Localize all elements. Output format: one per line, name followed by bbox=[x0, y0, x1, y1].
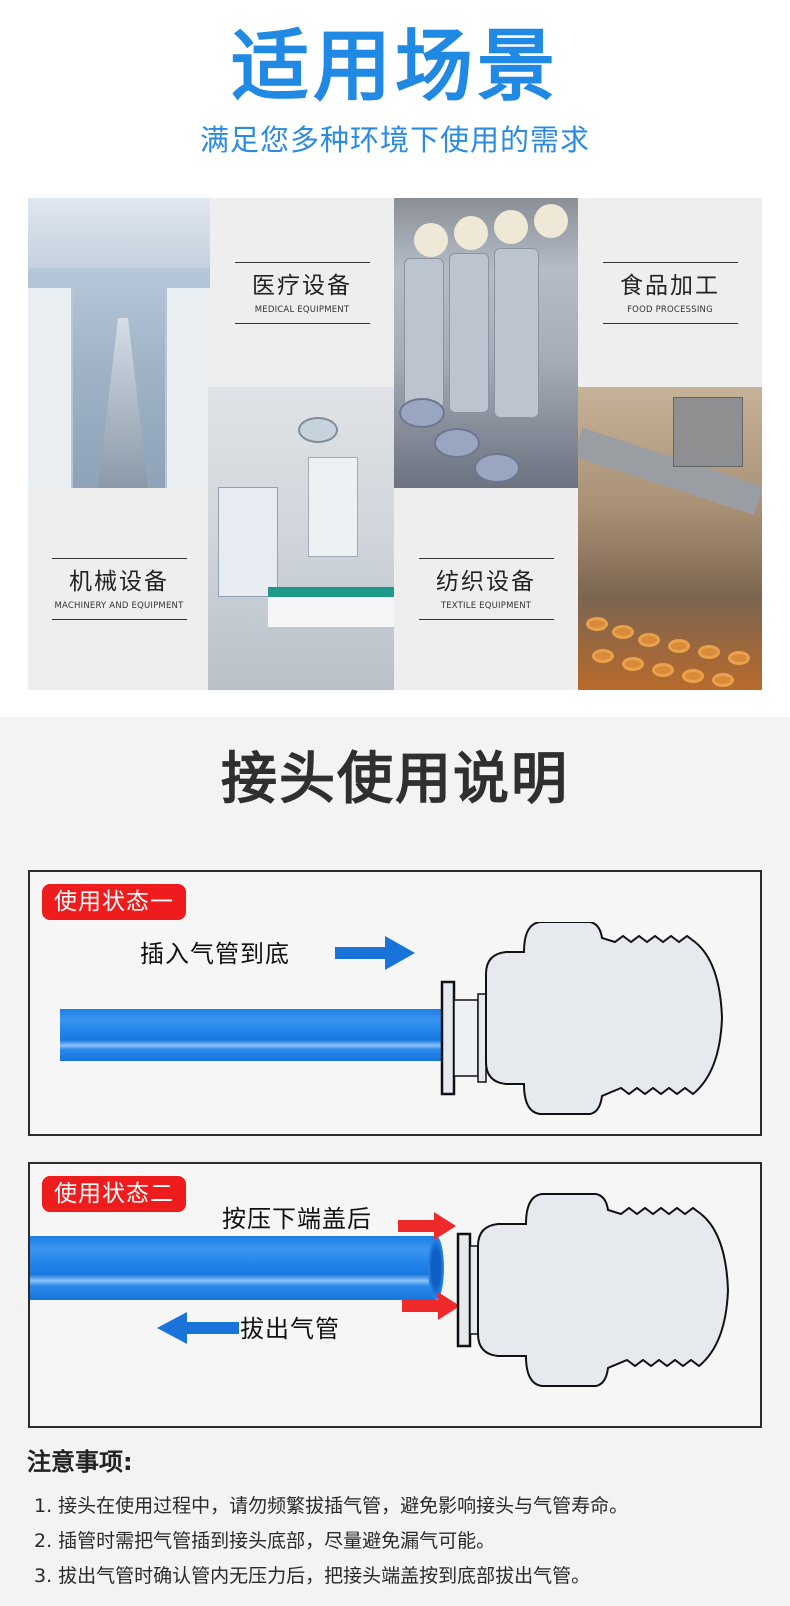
arrow-left-icon bbox=[157, 1312, 239, 1344]
press-caption: 按压下端盖后 bbox=[222, 1205, 372, 1233]
scenario-label-food: 食品加工 FOOD PROCESSING bbox=[578, 198, 762, 387]
press-arrow-bottom-icon bbox=[402, 1292, 460, 1320]
note-item: 3. 拔出气管时确认管内无压力后，把接头端盖按到底部拔出气管。 bbox=[34, 1565, 591, 1587]
scenario-label-en: MEDICAL EQUIPMENT bbox=[254, 304, 350, 315]
instructions-title: 接头使用说明 bbox=[221, 747, 569, 812]
state-one-badge: 使用状态一 bbox=[42, 884, 186, 920]
medical-photo bbox=[208, 387, 394, 690]
note-item: 1. 接头在使用过程中，请勿频繁拔插气管，避免影响接头与气管寿命。 bbox=[34, 1495, 629, 1517]
notes-title: 注意事项: bbox=[27, 1448, 133, 1476]
scenario-label-medical: 医疗设备 MEDICAL EQUIPMENT bbox=[210, 198, 394, 387]
arrow-right-icon bbox=[335, 936, 415, 970]
scenario-label-machinery: 机械设备 MACHINERY AND EQUIPMENT bbox=[28, 488, 210, 690]
scenarios-section: 适用场景 满足您多种环境下使用的需求 机械设备 MACHINERY AND EQ… bbox=[0, 0, 790, 717]
machinery-photo bbox=[28, 198, 210, 488]
scenario-label-cn: 机械设备 bbox=[69, 569, 169, 595]
state-one-panel: 使用状态一 插入气管到底 bbox=[28, 870, 762, 1136]
state-two-panel: 使用状态二 按压下端盖后 拔出气管 bbox=[28, 1162, 762, 1428]
pull-caption: 拔出气管 bbox=[240, 1315, 340, 1343]
scenario-label-cn: 食品加工 bbox=[620, 272, 720, 299]
push-fitting-icon bbox=[440, 922, 724, 1115]
press-arrow-top-icon bbox=[398, 1212, 456, 1240]
scenarios-subtitle: 满足您多种环境下使用的需求 bbox=[199, 123, 590, 157]
scenario-label-en: MACHINERY AND EQUIPMENT bbox=[54, 601, 184, 611]
scenario-label-cn: 医疗设备 bbox=[252, 272, 352, 299]
air-tube bbox=[30, 1236, 436, 1300]
tube-end bbox=[428, 1236, 444, 1300]
scenario-label-en: TEXTILE EQUIPMENT bbox=[440, 601, 532, 611]
scenario-label-textile: 纺织设备 TEXTILE EQUIPMENT bbox=[394, 488, 578, 690]
textile-photo bbox=[394, 198, 578, 488]
scenarios-title: 适用场景 bbox=[230, 22, 559, 112]
food-photo bbox=[578, 387, 762, 690]
air-tube bbox=[60, 1009, 450, 1061]
scenario-label-cn: 纺织设备 bbox=[436, 569, 536, 595]
note-item: 2. 插管时需把气管插到接头底部，尽量避免漏气可能。 bbox=[34, 1530, 496, 1552]
scenario-collage: 机械设备 MACHINERY AND EQUIPMENT 医疗设备 MEDICA… bbox=[28, 198, 762, 690]
state-two-badge: 使用状态二 bbox=[42, 1176, 186, 1212]
push-fitting-pressed-icon bbox=[456, 1193, 730, 1387]
insert-caption: 插入气管到底 bbox=[140, 940, 290, 968]
instructions-section bbox=[0, 717, 790, 1606]
scenario-label-en: FOOD PROCESSING bbox=[627, 304, 713, 315]
